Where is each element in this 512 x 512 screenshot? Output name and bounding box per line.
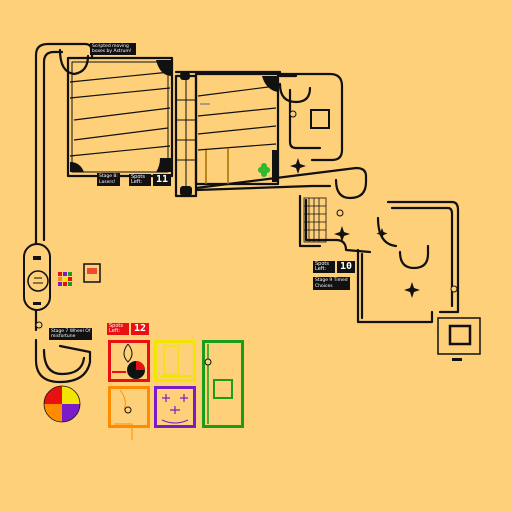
room-green bbox=[202, 340, 244, 428]
bottom-inner bbox=[42, 348, 86, 376]
grid-patch bbox=[303, 197, 327, 243]
loop-right-1 bbox=[278, 82, 312, 104]
room-yellow bbox=[154, 340, 196, 382]
right-loop bbox=[398, 244, 430, 270]
stage8-subtitle: Lasers! bbox=[99, 179, 116, 185]
stage9-spots: Spots Left: 10 bbox=[313, 261, 356, 273]
right-loop-2 bbox=[376, 216, 398, 248]
crate-1 bbox=[310, 109, 330, 129]
stage9-subtitle: Choices bbox=[315, 283, 333, 289]
top-loop bbox=[58, 48, 90, 76]
laser-rails bbox=[69, 71, 277, 157]
room-orange bbox=[108, 386, 150, 440]
stage9-label: Stage 9 Timed Choices bbox=[313, 277, 350, 290]
stage7-subtitle: misfortune bbox=[51, 334, 76, 339]
stage9-spots-label: Spots Left: bbox=[313, 261, 335, 273]
stage9-lower bbox=[304, 198, 372, 254]
stage7-spots-count: 12 bbox=[131, 323, 150, 335]
stage8-spots-label: Spots Left: bbox=[129, 174, 151, 186]
stage7-spots-label: Spots Left: bbox=[107, 323, 129, 335]
bottom-left-loop bbox=[34, 338, 92, 384]
stage9-title: Stage 9 Timed bbox=[315, 278, 348, 283]
room-mid-border bbox=[194, 72, 280, 186]
stage7-label: Stage 7 Wheel Of misfortune bbox=[49, 328, 93, 340]
gift-box-icon bbox=[58, 263, 101, 288]
clover-icon bbox=[258, 163, 270, 177]
right-upper-track bbox=[276, 72, 344, 162]
room-left-inner bbox=[71, 61, 169, 173]
wheel-icon bbox=[43, 385, 81, 423]
goal-frame bbox=[437, 317, 481, 355]
stage7-title: Stage 7 Wheel Of bbox=[51, 329, 91, 334]
left-track-inner bbox=[42, 50, 64, 242]
right-pipe-inner bbox=[390, 206, 454, 308]
right-inner-track bbox=[288, 88, 322, 150]
stage9-upper bbox=[298, 194, 322, 248]
stage7-spots: Spots Left: 12 bbox=[107, 323, 150, 335]
connector-a bbox=[194, 184, 332, 192]
stage8-title: Stage 8: bbox=[99, 174, 118, 179]
stage8-spots: Spots Left: 11 bbox=[129, 174, 172, 186]
room-red bbox=[108, 340, 150, 382]
stage8-spots-count: 11 bbox=[153, 174, 172, 186]
room-left-border bbox=[66, 56, 174, 178]
star-icon bbox=[290, 158, 420, 298]
player-icon bbox=[23, 243, 51, 311]
stage9-down bbox=[356, 248, 434, 324]
stage8-label: Stage 8: Lasers! bbox=[97, 173, 120, 186]
stage9-spots-count: 10 bbox=[337, 261, 356, 273]
crate-2 bbox=[448, 324, 472, 346]
scripted-boxes-credit: Scripted moving boxes by Astrum! bbox=[90, 43, 136, 55]
room-purple bbox=[154, 386, 196, 428]
loop-right-2 bbox=[194, 166, 368, 200]
elevator-grid bbox=[176, 76, 196, 196]
right-pipe bbox=[386, 200, 460, 314]
